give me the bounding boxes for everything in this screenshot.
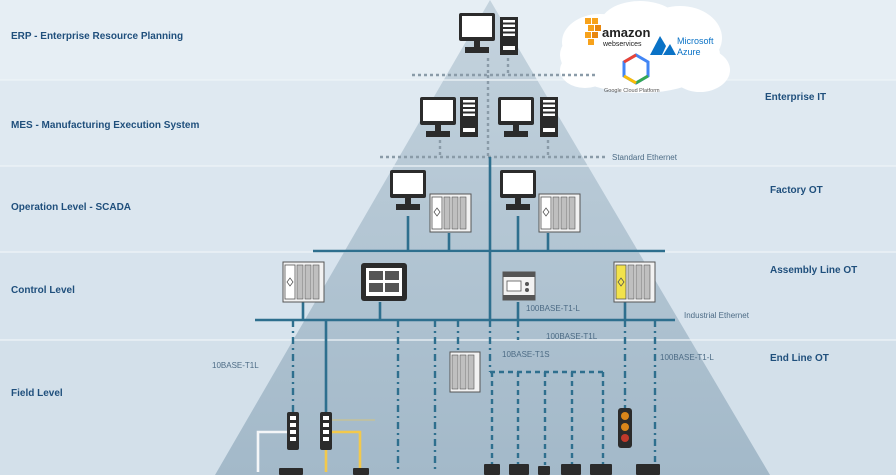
sensor-device-5-icon	[590, 464, 612, 475]
pyramid-shape	[215, 0, 770, 475]
label-industrial-ethernet: Industrial Ethernet	[684, 311, 749, 320]
sensor-device-3-icon	[538, 466, 550, 475]
field-lines	[291, 320, 657, 472]
band-erp	[0, 0, 896, 80]
label-100base-t1-l-right: 100BASE-T1-L	[660, 353, 714, 362]
scada-plc-2-icon	[538, 193, 581, 233]
zone-label-factory-ot: Factory OT	[770, 185, 823, 196]
zone-label-enterprise-it: Enterprise IT	[765, 92, 827, 103]
erp-server-icon	[500, 17, 518, 55]
stack-light-icon	[618, 408, 632, 448]
control-plc-1-icon	[282, 261, 325, 303]
erp-workstation-icon	[459, 13, 495, 53]
aws-logo-icon	[585, 18, 601, 45]
mes-server-2-icon	[540, 97, 558, 137]
label-10base-t1l-left: 10BASE-T1L	[212, 361, 259, 370]
mes-workstation-1-icon	[420, 97, 456, 137]
level-label-scada: Operation Level - SCADA	[11, 202, 132, 213]
zone-label-assembly-line-ot: Assembly Line OT	[770, 265, 858, 276]
gcp-logo-icon	[622, 53, 650, 85]
scada-workstation-2-icon	[500, 170, 536, 210]
field-switch-2-icon	[320, 412, 332, 450]
sensor-device-8-icon	[353, 468, 369, 475]
sensor-device-1-icon	[484, 464, 500, 475]
mes-server-1-icon	[460, 97, 478, 137]
control-plc-2-icon	[613, 261, 656, 303]
level-label-erp: ERP - Enterprise Resource Planning	[11, 31, 184, 42]
aws-label: amazon	[602, 25, 650, 40]
level-label-field: Field Level	[11, 388, 63, 399]
field-remote-io-icon	[449, 351, 481, 393]
field-sensor-devices	[279, 464, 660, 475]
azure-logo-icon	[650, 36, 676, 55]
standard-ethernet-lines	[380, 58, 605, 159]
level-label-mes: MES - Manufacturing Execution System	[11, 120, 200, 131]
control-io-module-icon	[502, 271, 536, 301]
label-10base-t1s: 10BASE-T1S	[502, 350, 550, 359]
azure-label: Microsoft	[677, 36, 714, 46]
field-switch-1-icon	[287, 412, 299, 450]
label-100base-t1l-center: 100BASE-T1L	[546, 332, 598, 341]
mes-workstation-2-icon	[498, 97, 534, 137]
gcp-label: Google Cloud Platform	[604, 88, 660, 94]
sensor-device-2-icon	[509, 464, 529, 475]
network-lines	[255, 157, 675, 420]
sensor-device-7-icon	[279, 468, 303, 475]
azure-sublabel: Azure	[677, 47, 701, 57]
sensor-device-6-icon	[636, 464, 660, 475]
control-hmi-panel-icon	[361, 263, 407, 301]
label-standard-ethernet: Standard Ethernet	[612, 153, 677, 162]
zone-label-end-line-ot: End Line OT	[770, 353, 829, 364]
scada-workstation-1-icon	[390, 170, 426, 210]
scada-plc-1-icon	[429, 193, 472, 233]
t1s-bus-lines	[490, 370, 605, 465]
sensor-device-4-icon	[561, 464, 581, 475]
level-label-control: Control Level	[11, 285, 75, 296]
aws-sublabel: webservices	[602, 41, 642, 48]
label-100base-t1-l-top: 100BASE-T1-L	[526, 304, 580, 313]
